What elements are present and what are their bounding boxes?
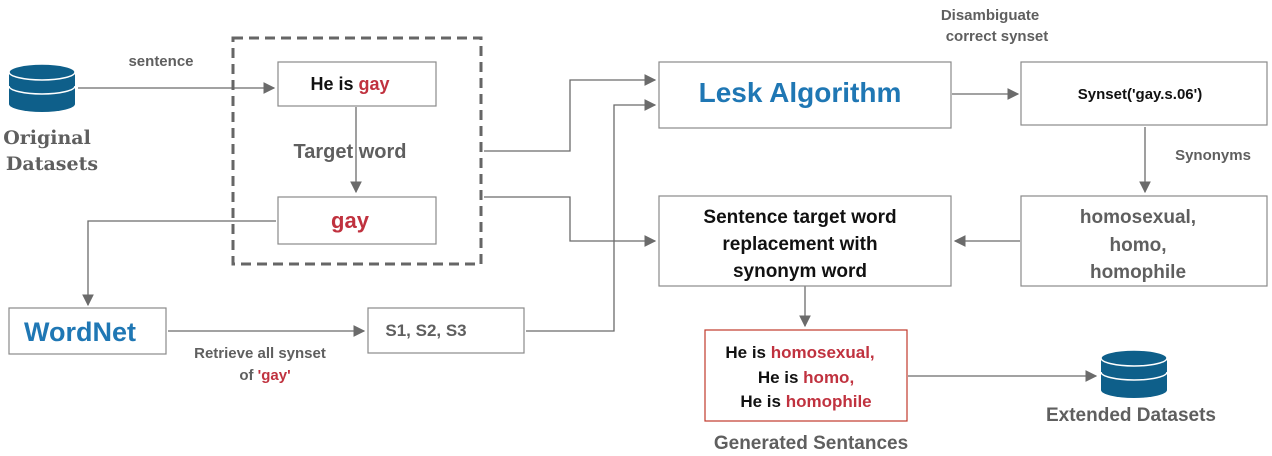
disambiguate-label-line2: correct synset bbox=[946, 28, 1049, 45]
retrieve-word: 'gay' bbox=[258, 367, 291, 384]
synonym-item: homosexual, bbox=[1080, 207, 1196, 228]
replacement-line: synonym word bbox=[733, 261, 867, 282]
synonym-item: homo, bbox=[1110, 235, 1167, 256]
edge-gay-to-wordnet bbox=[82, 220, 276, 307]
synonym-list-box bbox=[1020, 195, 1268, 287]
generated-word: homo, bbox=[803, 368, 854, 387]
lesk-box bbox=[658, 61, 952, 129]
target-word-label: Target word bbox=[294, 141, 407, 163]
target-word-text: gay bbox=[331, 208, 370, 233]
synset-result-text: Synset('gay.s.06') bbox=[1078, 86, 1202, 103]
replacement-line: Sentence target word bbox=[703, 207, 896, 228]
replacement-box bbox=[658, 195, 952, 287]
generated-word: homophile bbox=[786, 392, 872, 411]
sentence-prefix: He is bbox=[310, 74, 358, 94]
original-datasets-label-line1: Original bbox=[3, 127, 91, 149]
generated-sentences-label: Generated Sentances bbox=[714, 433, 908, 454]
extended-datasets-label: Extended Datasets bbox=[1046, 405, 1216, 426]
edge-synsets-to-lesk bbox=[526, 99, 657, 332]
retrieve-label-line2: of 'gay' bbox=[239, 367, 290, 384]
sentence-edge-label: sentence bbox=[128, 53, 193, 70]
wordnet-title: WordNet bbox=[24, 317, 136, 347]
synonyms-edge-label: Synonyms bbox=[1175, 147, 1251, 164]
replacement-line: replacement with bbox=[722, 234, 877, 255]
sentence-box bbox=[277, 61, 437, 107]
sentence-target-word: gay bbox=[359, 74, 390, 94]
retrieve-label-line1: Retrieve all synset bbox=[194, 345, 326, 362]
disambiguate-label-line1: Disambiguate bbox=[941, 7, 1039, 24]
generated-sentence: He is homosexual, bbox=[725, 343, 874, 362]
target-word-frame bbox=[231, 36, 483, 266]
generated-sentences-box bbox=[704, 329, 908, 422]
database-icon bbox=[1100, 349, 1168, 398]
retrieve-of: of bbox=[239, 367, 257, 384]
synsets-box bbox=[367, 307, 525, 354]
generated-prefix: He is bbox=[758, 368, 803, 387]
generated-prefix: He is bbox=[740, 392, 785, 411]
edge-frame-to-replacement bbox=[484, 196, 657, 247]
synsets-text: S1, S2, S3 bbox=[385, 321, 466, 340]
generated-sentence: He is homophile bbox=[740, 392, 871, 411]
generated-word: homosexual, bbox=[771, 343, 875, 362]
wordnet-box bbox=[8, 307, 167, 355]
lesk-title: Lesk Algorithm bbox=[699, 77, 902, 108]
sentence-box-text: He is gay bbox=[310, 74, 389, 94]
generated-prefix: He is bbox=[725, 343, 770, 362]
synonym-item: homophile bbox=[1090, 262, 1186, 283]
generated-sentence: He is homo, bbox=[758, 368, 854, 387]
target-word-box bbox=[277, 196, 437, 245]
original-datasets-label-line2: Datasets bbox=[6, 153, 98, 175]
synset-result-box bbox=[1020, 61, 1268, 126]
edge-frame-to-lesk bbox=[484, 74, 657, 152]
database-icon bbox=[8, 63, 76, 112]
